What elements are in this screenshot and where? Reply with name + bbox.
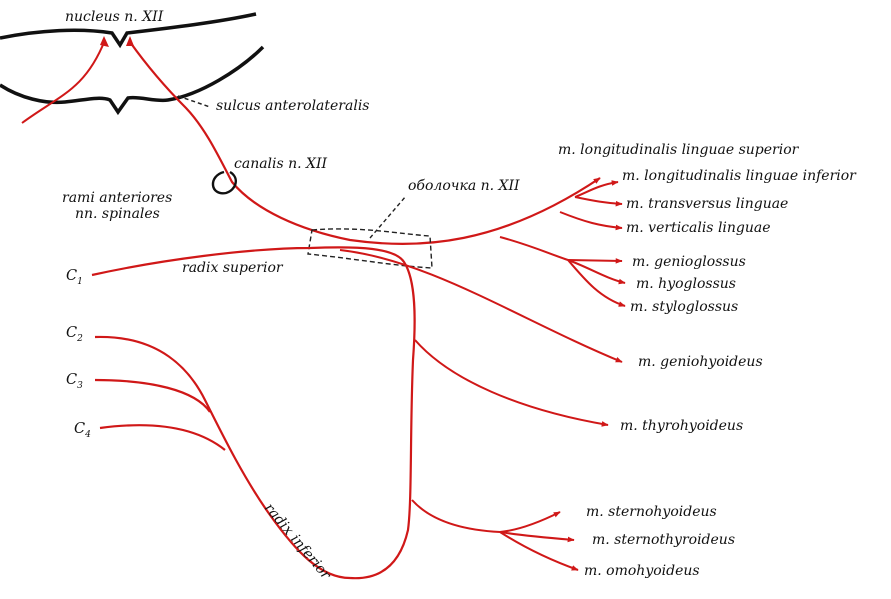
branch-genio-stylo-trunk	[499, 236, 569, 261]
muscle-label-geniohyoideus: m. geniohyoideus	[638, 354, 763, 370]
canalis-loop-icon	[211, 170, 237, 195]
muscle-label-verticalis: m. verticalis linguae	[626, 220, 771, 236]
branch-infrahyoid-trunk	[411, 499, 501, 533]
radix-inferior-label: radix inferior	[261, 500, 335, 583]
branch-sternohyoideus	[499, 511, 561, 533]
muscle-label-genioglossus: m. genioglossus	[632, 254, 746, 270]
sulcus-pointer	[177, 95, 211, 108]
branch-transversus	[574, 196, 623, 207]
canalis-label: canalis n. XII	[234, 156, 328, 172]
brainstem-upper-outline	[0, 12, 257, 49]
branch-genioglossus	[567, 258, 623, 264]
rami-label-line1: rami anteriores	[62, 190, 172, 206]
c1-root	[91, 246, 416, 580]
c4-root	[99, 424, 226, 451]
branch-verticalis	[559, 211, 623, 231]
sulcus-label: sulcus anterolateralis	[216, 98, 369, 114]
branch-sternothyroideus	[499, 531, 575, 543]
nucleus-arrow-left	[100, 36, 109, 47]
muscle-label-longitudinalis-inferior: m. longitudinalis linguae inferior	[622, 168, 857, 184]
c2-root	[94, 335, 351, 580]
muscle-label-thyrohyoideus: m. thyrohyoideus	[620, 418, 743, 434]
nucleus-label: nucleus n. XII	[65, 9, 164, 25]
c3-label: C3	[66, 372, 83, 391]
c1-label: C1	[66, 268, 83, 287]
branch-styloglossus	[567, 259, 626, 307]
branch-thyrohyoideus	[414, 339, 609, 427]
muscle-label-transversus: m. transversus linguae	[626, 196, 788, 212]
muscle-label-sternohyoideus: m. sternohyoideus	[586, 504, 717, 520]
branch-hyoglossus	[567, 259, 626, 285]
branch-omohyoideus	[499, 531, 579, 571]
radix-superior-label: radix superior	[182, 260, 284, 276]
brainstem-lower-outline	[0, 45, 265, 116]
muscle-label-longitudinalis-superior: m. longitudinalis linguae superior	[558, 142, 800, 158]
sheath-pointer	[369, 195, 407, 239]
c2-label: C2	[66, 325, 83, 344]
c4-label: C4	[74, 421, 91, 440]
muscle-label-sternothyroideus: m. sternothyroideus	[592, 532, 735, 548]
branch-longitudinalis-inferior	[574, 180, 619, 198]
c3-root	[94, 378, 211, 413]
muscle-label-hyoglossus: m. hyoglossus	[636, 276, 736, 292]
hypoglossal-main-trunk	[129, 41, 601, 246]
nerve-fiber-left	[21, 39, 106, 124]
branch-geniohyoideus	[339, 249, 623, 363]
sheath-label: оболочка n. XII	[408, 178, 520, 194]
rami-label-line2: nn. spinales	[75, 206, 160, 222]
muscle-label-styloglossus: m. styloglossus	[630, 299, 738, 315]
sheath-dashed-box	[307, 228, 433, 269]
muscle-label-omohyoideus: m. omohyoideus	[584, 563, 700, 579]
